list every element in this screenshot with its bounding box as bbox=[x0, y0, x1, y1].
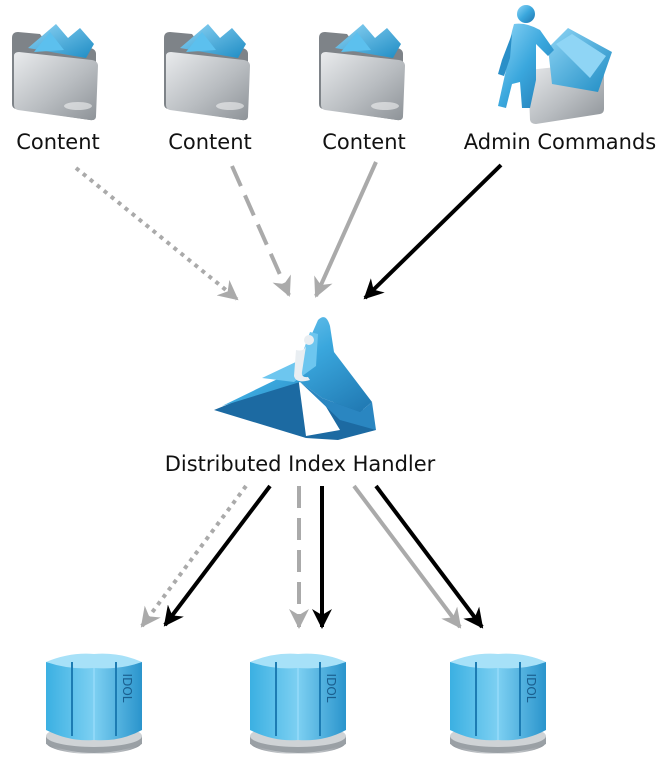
idol-server-icon: IDOL bbox=[449, 652, 547, 755]
arrow-admin-to-hub bbox=[363, 163, 503, 300]
index-handler-icon bbox=[214, 317, 376, 440]
arrow-content-1-to-hub bbox=[74, 166, 239, 301]
arrow-hub-to-server-1-gray bbox=[140, 484, 248, 628]
source-label: Content bbox=[168, 130, 252, 154]
folder-icon bbox=[12, 24, 98, 121]
source-label: Content bbox=[322, 130, 406, 154]
arrow-hub-to-server-3-black bbox=[374, 484, 484, 629]
arrow-hub-to-server-3-gray bbox=[352, 484, 462, 629]
idol-server-icon: IDOL bbox=[45, 652, 143, 755]
source-label: Admin Commands bbox=[464, 130, 656, 154]
arrow-content-2-to-hub bbox=[230, 165, 291, 297]
idol-logo: IDOL bbox=[324, 674, 338, 703]
hub-label: Distributed Index Handler bbox=[165, 452, 436, 476]
folder-icon bbox=[319, 24, 405, 121]
folder-icon bbox=[164, 24, 250, 121]
idol-server-icon: IDOL bbox=[249, 652, 347, 755]
idol-logo: IDOL bbox=[120, 674, 134, 703]
arrow-hub-to-server-1-black bbox=[163, 484, 272, 627]
idol-logo: IDOL bbox=[524, 674, 538, 703]
arrow-content-3-to-hub bbox=[314, 161, 378, 298]
admin-figure-folder-icon bbox=[498, 5, 612, 124]
source-label: Content bbox=[16, 130, 100, 154]
